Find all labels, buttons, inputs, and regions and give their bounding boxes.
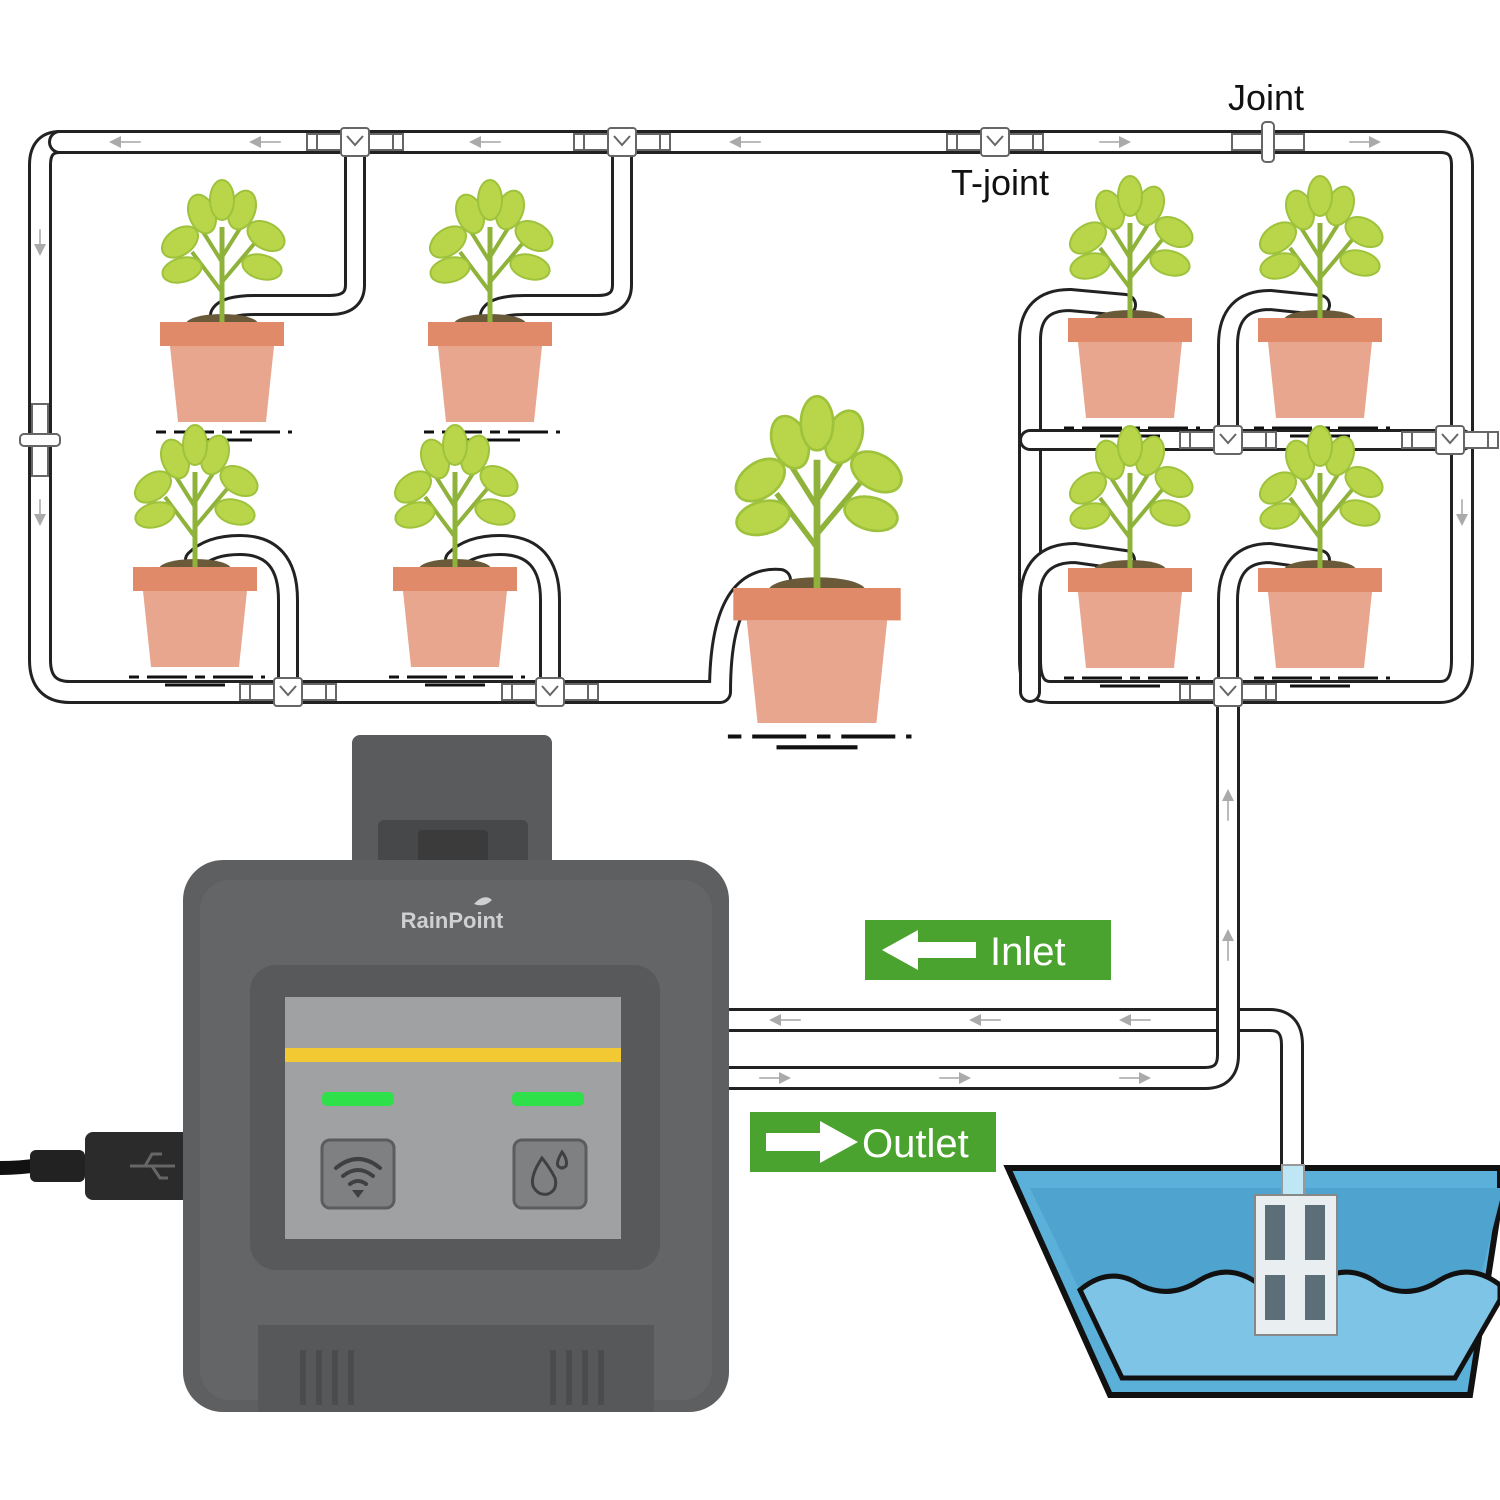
arrow-right-icon (766, 1121, 858, 1163)
joint-label: Joint (1228, 77, 1304, 118)
wifi-button[interactable] (320, 1138, 396, 1210)
outlet-label: Outlet (862, 1122, 969, 1166)
wifi-led-indicator (322, 1092, 394, 1106)
t-joint-label: T-joint (951, 162, 1049, 203)
inlet-label-box: Inlet (865, 920, 1111, 980)
leaf-logo-icon (474, 897, 492, 906)
pump-controller-device: RainPoint (183, 735, 729, 1412)
plants (129, 176, 1390, 747)
wifi-icon (334, 1157, 382, 1186)
water-drop-icon (530, 1149, 568, 1196)
submersible-pump (1254, 1164, 1338, 1336)
water-button[interactable] (512, 1138, 588, 1210)
connectors (19, 121, 1499, 707)
arrow-left-icon (882, 930, 976, 970)
joint-connector (19, 403, 61, 477)
usb-cable (0, 1132, 190, 1200)
inlet-label: Inlet (990, 930, 1066, 974)
water-reservoir (1003, 1164, 1500, 1398)
outlet-label-box: Outlet (750, 1112, 996, 1172)
water-led-indicator (512, 1092, 584, 1106)
status-strip (285, 1048, 621, 1062)
joint-connector (1231, 121, 1305, 163)
brand-logo-text: RainPoint (401, 908, 504, 933)
usb-icon (130, 1152, 175, 1180)
